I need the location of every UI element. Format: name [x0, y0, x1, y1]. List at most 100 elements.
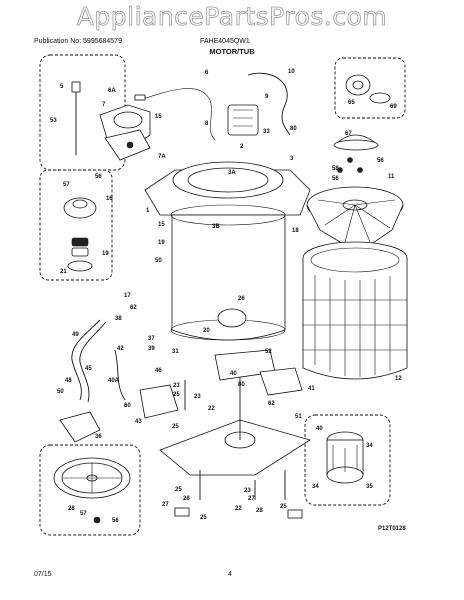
clutch-detail	[63, 197, 97, 272]
callout-58: 58	[332, 166, 339, 172]
callout-25-e: 25	[280, 504, 287, 510]
callout-34-b: 34	[312, 484, 319, 490]
outer-tub	[144, 161, 311, 341]
drain-hose-and-pump	[59, 319, 179, 443]
callout-17: 17	[124, 293, 131, 299]
callout-80-mid: 80	[238, 382, 245, 388]
left-detail-box	[39, 169, 113, 281]
pulley-detail	[53, 457, 131, 524]
callout-53: 53	[50, 118, 57, 124]
callout-22-b: 22	[235, 506, 242, 512]
callout-38: 38	[115, 316, 122, 322]
mounting-plate	[159, 349, 311, 476]
callout-49: 49	[72, 332, 79, 338]
callout-52: 52	[265, 349, 272, 355]
model-number: FAHE4045QW1	[200, 38, 250, 45]
callout-48: 48	[65, 378, 72, 384]
top-right-parts	[345, 74, 391, 104]
callout-62-b: 62	[268, 401, 275, 407]
callout-45: 45	[85, 366, 92, 372]
callout-16: 16	[106, 196, 113, 202]
callout-23-b: 23	[194, 394, 201, 400]
callout-18: 18	[292, 228, 299, 234]
motor-detail-box	[304, 414, 391, 506]
callout-11: 11	[388, 174, 395, 180]
callout-25-c: 25	[175, 487, 182, 493]
callout-36: 36	[95, 434, 102, 440]
top-left-parts	[71, 81, 216, 161]
callout-21: 21	[60, 269, 67, 275]
callout-28-a: 28	[68, 506, 75, 512]
callout-15-b: 15	[158, 222, 165, 228]
callout-46: 46	[155, 368, 162, 374]
callout-33: 33	[263, 129, 270, 135]
callout-43: 43	[135, 419, 142, 425]
callout-51: 51	[295, 414, 302, 420]
bottom-left-detail-box	[39, 444, 141, 536]
callout-28-d: 28	[256, 508, 263, 514]
callout-23-a: 23	[173, 383, 180, 389]
callout-25-b: 25	[172, 424, 179, 430]
callout-27-b: 27	[248, 496, 255, 502]
callout-5: 5	[60, 84, 64, 90]
callout-57: 57	[63, 182, 70, 188]
callout-40: 40	[230, 371, 237, 377]
callout-6a: 6A	[108, 88, 116, 94]
callout-35: 35	[366, 484, 373, 490]
callout-50-b: 50	[57, 389, 64, 395]
callout-37: 37	[148, 336, 155, 342]
callout-34-a: 34	[366, 443, 373, 449]
inner-basket	[302, 241, 408, 380]
footer-date: 07/15	[34, 571, 52, 578]
callout-2: 2	[240, 144, 244, 150]
callout-12: 12	[395, 376, 402, 382]
callout-65: 65	[348, 100, 355, 106]
motor	[326, 431, 364, 484]
callout-7: 7	[102, 102, 106, 108]
callout-3a: 3A	[228, 170, 236, 176]
callout-10: 10	[288, 69, 295, 75]
callout-56-c: 56	[95, 174, 102, 180]
callout-1: 1	[146, 208, 150, 214]
callout-67: 67	[345, 131, 352, 137]
callout-19: 19	[102, 251, 109, 257]
footer-page-number: 4	[228, 571, 232, 578]
callout-57-b: 57	[80, 511, 87, 517]
callout-25-d: 25	[200, 515, 207, 521]
callout-50: 50	[155, 258, 162, 264]
callout-41: 41	[308, 386, 315, 392]
callout-8: 8	[205, 121, 209, 127]
callout-28-c: 28	[183, 496, 190, 502]
callout-56-b: 56	[332, 176, 339, 182]
callout-42: 42	[117, 346, 124, 352]
callout-40-motor: 40	[316, 426, 323, 432]
callout-56-d: 56	[112, 518, 119, 524]
agitator-assembly	[306, 134, 404, 246]
top-left-detail-box	[39, 54, 126, 171]
callout-26: 26	[238, 296, 245, 302]
callout-20: 20	[203, 328, 210, 334]
callout-39: 39	[148, 346, 155, 352]
publication-number: Publication No: 5995684579	[34, 38, 122, 45]
callout-23-c: 23	[244, 488, 251, 494]
callout-60: 60	[124, 403, 131, 409]
callout-69: 69	[390, 104, 397, 110]
callout-40a: 40A	[108, 378, 120, 384]
section-title: MOTOR/TUB	[209, 47, 255, 56]
suspension-parts	[174, 380, 303, 519]
callout-19-b: 19	[158, 240, 165, 246]
callout-27-a: 27	[162, 502, 169, 508]
callout-3: 3	[290, 156, 294, 162]
callout-6: 6	[205, 70, 209, 76]
pressure-hose-and-switch	[227, 72, 291, 136]
watermark: AppliancePartsPros.com	[76, 2, 388, 32]
callout-56-a: 56	[377, 158, 384, 164]
callout-80-top: 80	[290, 126, 297, 132]
callout-31: 31	[172, 349, 179, 355]
callout-15: 15	[155, 114, 162, 120]
top-right-detail-box	[334, 57, 406, 119]
callout-figure-code: P12T0128	[378, 526, 406, 532]
callout-25-a: 25	[173, 392, 180, 398]
